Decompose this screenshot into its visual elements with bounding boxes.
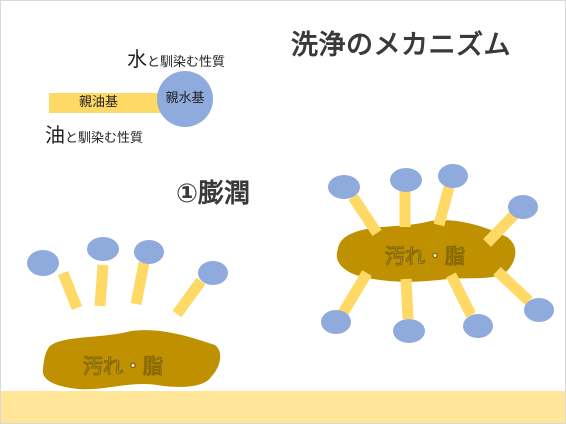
surfactant-left-1	[27, 250, 83, 311]
dirt-blob-right	[336, 220, 516, 282]
dirt-label-left: 汚れ・脂	[83, 354, 163, 378]
surfactant-left-4	[172, 261, 228, 318]
step-label: ①膨潤	[176, 179, 251, 209]
legend-water-char: 水	[127, 47, 147, 71]
surfactant-left-2	[87, 237, 119, 307]
legend-oil-text: 油と馴染む性質	[45, 119, 143, 148]
dirt-blob-left	[42, 330, 221, 390]
surfactant-right-top-1	[328, 175, 382, 237]
surfactant-right-top-4	[483, 195, 538, 247]
surfactant-right-top-3	[433, 164, 468, 227]
floor-surface	[1, 391, 565, 423]
surfactant-right-bottom-1	[321, 270, 372, 334]
legend-water-desc: と馴染む性質	[147, 55, 226, 70]
surfactant-left-3	[130, 240, 164, 306]
surfactant-right-bottom-3	[446, 272, 493, 338]
legend-oil-desc: と馴染む性質	[65, 131, 144, 146]
legend-hydrophilic-head: 親水基	[157, 71, 213, 127]
legend-oil-char: 油	[45, 123, 65, 147]
surfactant-right-bottom-2	[393, 278, 425, 343]
slide-title: 洗浄のメカニズム	[291, 30, 511, 61]
legend-water-text: 水と馴染む性質	[127, 43, 225, 72]
legend-lipophilic-stick: 親油基	[49, 93, 167, 113]
surfactant-right-top-2	[390, 168, 422, 227]
surfactant-right-bottom-4	[493, 266, 554, 322]
dirt-label-right: 汚れ・脂	[385, 244, 465, 268]
